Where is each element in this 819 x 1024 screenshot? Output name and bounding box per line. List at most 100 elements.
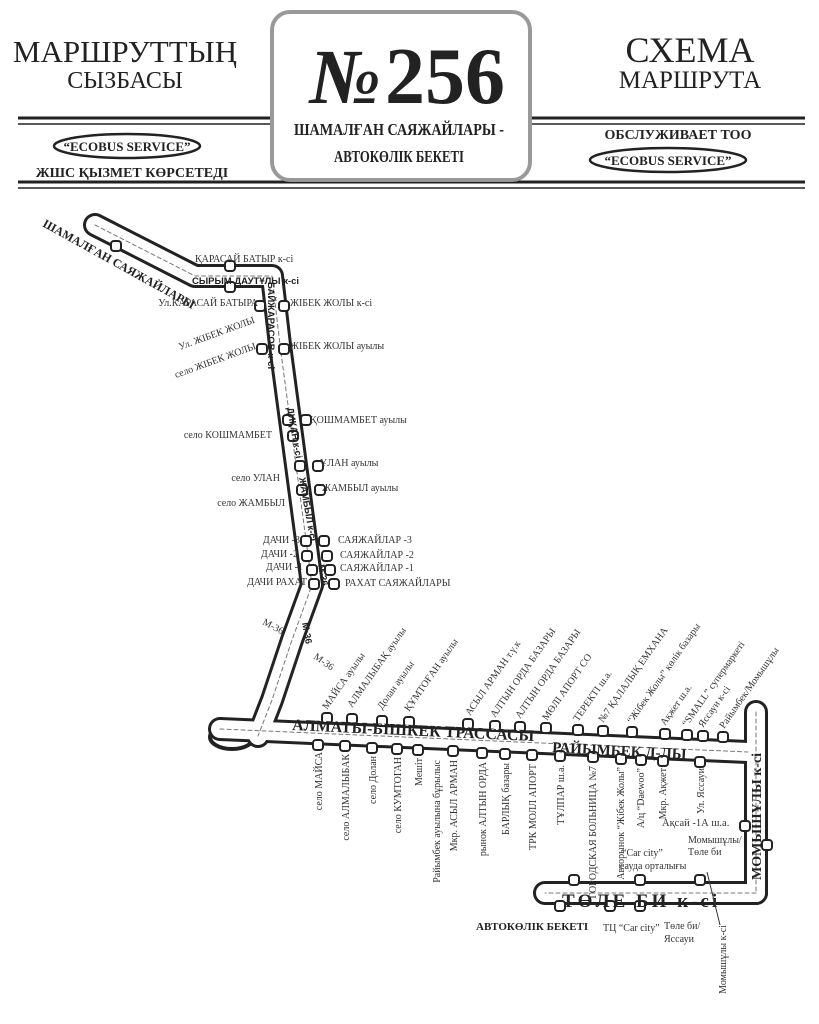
stop-label: Мешіт — [414, 757, 425, 786]
street-momyshuly: МОМЫШҰЛЫ к-сі — [750, 753, 765, 880]
right-operator-caption: ОБСЛУЖИВАЕТ ТОО — [605, 128, 752, 143]
stop-label: А/ц “Daewoo” — [636, 768, 647, 828]
stop-marker — [321, 550, 333, 562]
stop-label: ТЦ “Car city” — [603, 923, 660, 934]
left-title-1: МАРШРУТТЫҢ — [13, 34, 237, 69]
stop-label: ЖІБЕК ЖОЛЫ ауылы — [290, 341, 384, 352]
street-m36-a: М-36 — [315, 564, 330, 587]
stop-markers — [110, 240, 773, 912]
stop-label: село УЛАН — [231, 473, 280, 484]
stop-marker — [568, 874, 580, 886]
stop-label: БАРЛЫҚ базары — [501, 763, 512, 835]
stop-label: ҰЛАН ауылы — [320, 458, 379, 469]
stop-marker — [300, 535, 312, 547]
stop-marker — [412, 744, 424, 756]
stop-marker — [476, 747, 488, 759]
left-operator-oval — [52, 132, 202, 160]
stop-label: рынок АЛТЫН ОРДА — [478, 761, 489, 856]
street-baizharasov: БАЙЖАРАСОВ к-сі — [265, 282, 277, 369]
pointer-line — [706, 871, 721, 926]
stop-marker — [681, 729, 693, 741]
stop-label: Мкр. Ақжет — [658, 767, 669, 819]
stop-label: ДАЧИ -2 — [261, 549, 298, 560]
stop-label: САЯЖАЙЛАР -3 — [338, 534, 412, 546]
stop-marker — [739, 820, 751, 832]
stop-label: САЯЖАЙЛАР -2 — [340, 549, 414, 561]
stop-label: Мкр. АСЫЛ АРМАН — [449, 760, 460, 851]
stop-marker — [403, 716, 415, 728]
stop-marker — [366, 742, 378, 754]
stop-marker — [376, 715, 388, 727]
stop-label: ҚОШМАМБЕТ ауылы — [310, 415, 407, 426]
stop-marker — [328, 578, 340, 590]
stop-marker — [306, 564, 318, 576]
stop-marker — [657, 755, 669, 767]
stop-marker — [489, 720, 501, 732]
stop-marker — [324, 564, 336, 576]
stop-marker — [287, 430, 299, 442]
stop-marker — [540, 722, 552, 734]
stop-marker — [224, 260, 236, 272]
stop-marker — [318, 535, 330, 547]
stop-label: ЖІБЕК ЖОЛЫ к-сі — [290, 298, 372, 309]
stop-marker — [635, 754, 647, 766]
stop-marker — [254, 300, 266, 312]
stop-marker — [224, 281, 236, 293]
stop-marker — [321, 712, 333, 724]
stop-marker — [597, 725, 609, 737]
stop-marker — [278, 300, 290, 312]
stop-marker — [572, 724, 584, 736]
stop-label: Төле би — [688, 847, 722, 858]
stop-label: Ул. Яссауи — [696, 767, 707, 814]
stop-label: ТҰЛПАР ш.а. — [556, 765, 567, 825]
stop-marker — [462, 718, 474, 730]
end-terminal-label: АВТОКӨЛІК БЕКЕТІ — [476, 921, 588, 933]
stop-label: село Долан — [368, 755, 379, 804]
stop-marker — [717, 731, 729, 743]
stop-marker — [554, 750, 566, 762]
left-operator-caption: ЖШС ҚЫЗМЕТ КӨРСЕТЕДІ — [36, 166, 228, 181]
stop-label: Момышұлы к-сі — [718, 925, 729, 994]
stop-marker — [447, 745, 459, 757]
route-name-2: АВТОКӨЛІК БЕКЕТІ — [334, 147, 464, 166]
stop-marker — [634, 874, 646, 886]
stop-marker — [554, 900, 566, 912]
street-m36-b: М-36 — [261, 617, 286, 637]
stop-marker — [346, 713, 358, 725]
stop-marker — [278, 343, 290, 355]
stop-label: ДАЧИ -1 — [266, 562, 303, 573]
stop-label: ТРК МОЛЛ АПОРТ — [528, 764, 539, 850]
street-syrym: СЫРЫМ ДАУТҰЛЫ к-сі — [192, 276, 299, 287]
stop-marker — [659, 728, 671, 740]
stop-label: село ЖАМБЫЛ — [217, 498, 285, 509]
street-karasai: ҚАРАСАЙ БАТЫР к-сі — [195, 253, 293, 265]
stop-marker — [604, 900, 616, 912]
right-operator-oval — [588, 146, 748, 174]
right-operator: “ECOBUS SERVICE” — [604, 153, 731, 168]
street-tole-bi: ТӨЛЕ БИ к-сі — [562, 891, 720, 912]
stop-marker — [296, 484, 308, 496]
stop-marker — [514, 721, 526, 733]
right-title-1: СХЕМА — [625, 30, 754, 70]
stop-marker — [256, 343, 268, 355]
street-m36-c: М-36 — [299, 622, 314, 645]
route-roads — [83, 213, 768, 905]
stop-marker — [587, 751, 599, 763]
stop-marker — [314, 484, 326, 496]
stop-label: Момышұлы/ — [688, 835, 742, 846]
left-operator: “ECOBUS SERVICE” — [63, 139, 190, 154]
route-name-1: ШАМАЛҒАН САЯЖАЙЛАРЫ - — [294, 120, 504, 139]
route-number: 256 — [385, 33, 505, 121]
route-number-sign: № — [307, 33, 380, 120]
stop-marker — [526, 749, 538, 761]
stop-label: ДАЧИ РАХАТ — [247, 577, 307, 588]
stop-label: ДАЧИ -3 — [263, 535, 300, 546]
stop-marker — [761, 839, 773, 851]
stop-marker — [312, 739, 324, 751]
stop-marker — [300, 414, 312, 426]
stop-marker — [499, 748, 511, 760]
stop-label: ЖАМБЫЛ ауылы — [322, 483, 398, 494]
route-direction-line — [219, 728, 749, 753]
